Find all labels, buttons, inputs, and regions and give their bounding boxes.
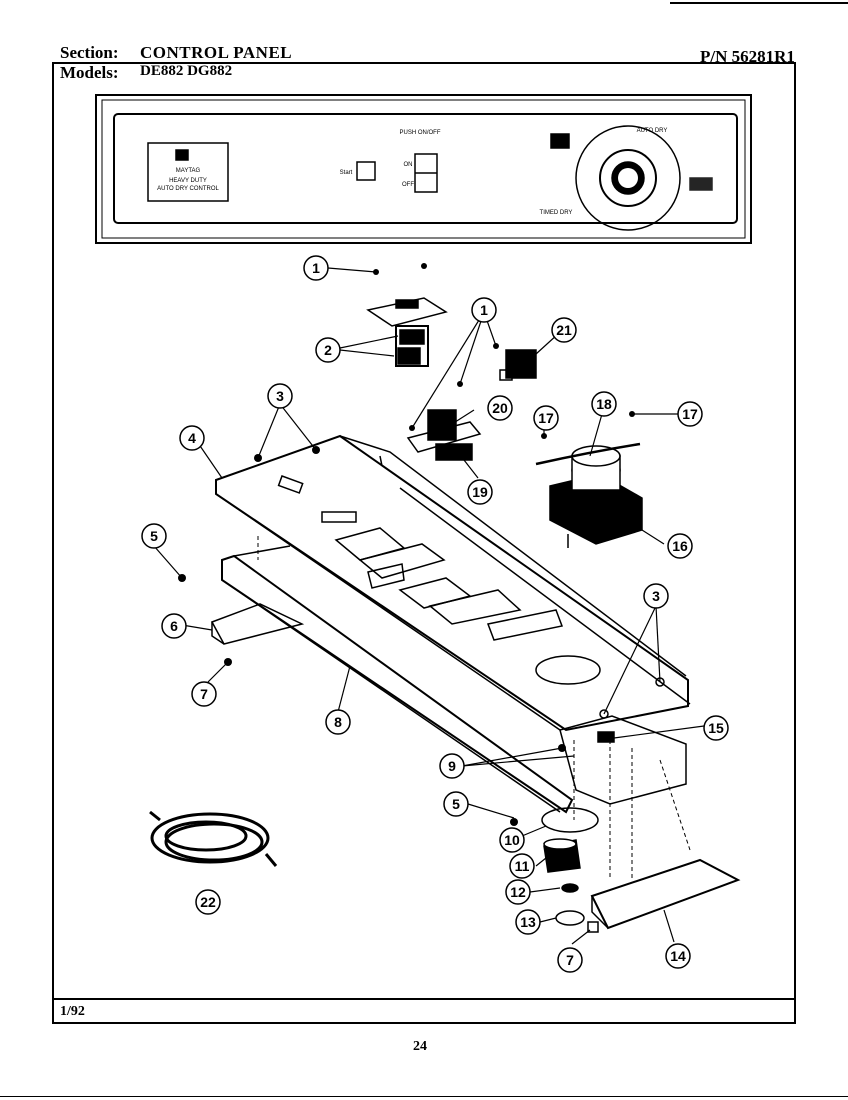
callout-label: 11	[515, 858, 530, 874]
models-label: Models:	[60, 63, 119, 82]
callout-12	[505, 879, 531, 905]
callout-label: 1	[480, 302, 488, 318]
panel-auto-dry: AUTO DRY	[637, 128, 668, 134]
callout-15	[703, 715, 729, 741]
switch-21	[499, 349, 537, 381]
callout-label: 20	[492, 400, 508, 416]
callout-label: 22	[200, 894, 216, 910]
section-label: Section:	[60, 43, 119, 62]
timer-16	[549, 445, 643, 548]
callout-5b	[443, 791, 469, 817]
panel-on-label: ON	[404, 162, 413, 168]
console-body	[215, 434, 691, 805]
washer-12	[561, 883, 579, 893]
callout-18	[591, 391, 617, 417]
callout-4	[179, 425, 205, 451]
callout-label: 17	[538, 410, 554, 426]
panel-push-label: PUSH ON/OFF	[399, 130, 440, 136]
callout-22	[195, 889, 221, 915]
section-title: CONTROL PANEL	[140, 43, 293, 62]
callout-10	[499, 827, 525, 853]
callout-label: 6	[170, 618, 178, 634]
panel-off-label: OFF	[402, 182, 414, 188]
callout-21	[551, 317, 577, 343]
bracket-left	[210, 603, 305, 645]
part-number: P/N 56281R1	[700, 47, 795, 66]
panel-timed-dry: TIMED DRY	[540, 210, 573, 216]
callout-label: 3	[652, 588, 660, 604]
callout-label: 1	[312, 260, 320, 276]
callout-7b	[557, 947, 583, 973]
callout-label: 13	[520, 914, 536, 930]
bracket-14	[587, 858, 741, 933]
callout-label: 10	[504, 832, 520, 848]
footer-date: 1/92	[60, 1004, 85, 1019]
switch-2	[366, 297, 448, 367]
callout-1a	[303, 255, 329, 281]
callout-2	[315, 337, 341, 363]
diagram-frame	[52, 62, 796, 1024]
callout-3a	[267, 383, 293, 409]
callout-16	[667, 533, 693, 559]
footer-rule	[52, 998, 796, 1000]
panel-logo-sub2: AUTO DRY CONTROL	[157, 186, 219, 192]
panel-logo-sub1: HEAVY DUTY	[169, 178, 207, 184]
callout-label: 3	[276, 388, 284, 404]
callout-17a	[533, 405, 559, 431]
callout-7a	[191, 681, 217, 707]
page-number: 24	[413, 1039, 427, 1054]
models-value: DE882 DG882	[140, 63, 233, 79]
callout-label: 5	[150, 528, 158, 544]
callout-19	[467, 479, 493, 505]
control-panel-front	[95, 94, 752, 244]
callout-label: 9	[448, 758, 456, 774]
callout-6	[161, 613, 187, 639]
callout-label: 7	[566, 952, 574, 968]
callout-label: 17	[682, 406, 698, 422]
top-right-rule	[670, 2, 848, 4]
knob-11	[543, 838, 581, 873]
panel-start-label: Start	[340, 170, 353, 176]
selector-20	[406, 409, 482, 461]
callout-label: 15	[708, 720, 724, 736]
callout-label: 12	[510, 884, 526, 900]
page-bottom-rule	[0, 1096, 848, 1097]
callout-label: 7	[200, 686, 208, 702]
callout-label: 8	[334, 714, 342, 730]
callout-1b	[471, 297, 497, 323]
callout-circles	[141, 255, 729, 973]
callout-14	[665, 943, 691, 969]
callout-13	[515, 909, 541, 935]
callout-label: 4	[188, 430, 196, 446]
callout-label: 18	[596, 396, 612, 412]
callout-3b	[643, 583, 669, 609]
callout-label: 19	[472, 484, 488, 500]
panel-logo-text: MAYTAG	[176, 168, 201, 174]
callout-5a	[141, 523, 167, 549]
callout-8	[325, 709, 351, 735]
callout-17b	[677, 401, 703, 427]
callout-label: 16	[672, 538, 688, 554]
callout-label: 21	[556, 322, 572, 338]
cap-13	[555, 910, 585, 926]
callout-9	[439, 753, 465, 779]
callout-label: 5	[452, 796, 460, 812]
callout-20	[487, 395, 513, 421]
callout-label: 2	[324, 342, 332, 358]
front-rail	[221, 545, 574, 814]
callout-11	[509, 853, 535, 879]
wire-harness-22	[149, 810, 278, 867]
callout-label: 14	[670, 948, 686, 964]
